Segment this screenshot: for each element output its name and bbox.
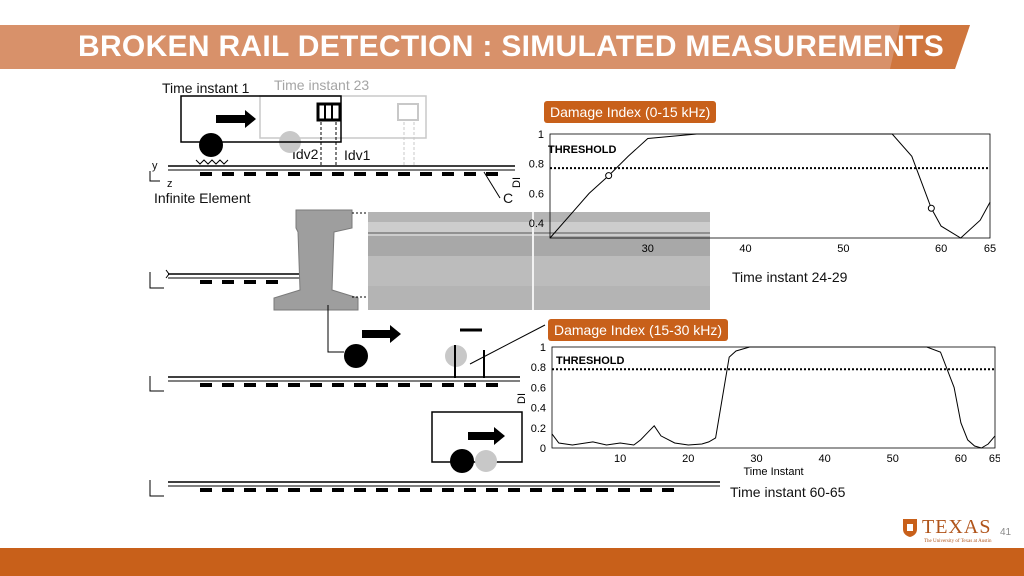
chart2-ytick: 0.2	[531, 423, 546, 435]
chart2-xtick: 50	[887, 453, 899, 465]
ut-seal-icon	[903, 519, 917, 537]
chart1-ytick: 1	[538, 129, 544, 141]
chart1-badge: Damage Index (0-15 kHz)	[544, 101, 717, 123]
chart1-xtick: 50	[837, 243, 849, 255]
chart2-ytick: 1	[540, 342, 546, 354]
chart1-xtick: 30	[642, 243, 654, 255]
ghost-vehicle-body	[259, 95, 427, 139]
rail-cross-section	[273, 209, 359, 311]
chart2-xlabel: Time Instant	[744, 466, 804, 478]
chart2-xtick: 40	[818, 453, 830, 465]
chart2-xtick: 30	[750, 453, 762, 465]
chart1-xtick: 40	[739, 243, 751, 255]
front-wheel-3	[344, 344, 368, 368]
chart2-xtick: 20	[682, 453, 694, 465]
chart2-series-line	[551, 346, 996, 449]
chart2-ytick: 0.8	[531, 362, 546, 374]
chart1-ytick: 0.6	[529, 188, 544, 200]
footer-bar	[0, 548, 1024, 576]
label-idv1: Idv1	[344, 147, 371, 163]
chart2-xtick: 10	[614, 453, 626, 465]
direction-arrow	[216, 110, 256, 128]
title-banner	[0, 25, 970, 69]
axis-z-label: z	[167, 178, 173, 190]
chart1-series-line	[549, 133, 991, 239]
front-wheel	[199, 133, 223, 157]
chart1-ylabel: DI	[511, 177, 523, 188]
ghost-sensor	[397, 103, 419, 121]
sensor-box	[316, 102, 342, 122]
chart2-xtick: 65	[989, 453, 1000, 465]
sleepers-1	[200, 172, 498, 176]
chart2-threshold-label: THRESHOLD	[556, 355, 625, 367]
label-obscured: C	[503, 190, 514, 206]
university-logo-text: TEXAS	[922, 516, 992, 538]
chart1-marker	[605, 172, 613, 180]
chart1-ytick: 0.4	[529, 218, 544, 230]
chart2-caption: Time instant 60-65	[730, 484, 846, 500]
label-infinite-element: Infinite Element	[154, 190, 251, 206]
chart2-plot: THRESHOLD DI 1 0.8 0.6 0.4 0.2 0 10 20 30 40 50 60 6…	[516, 342, 1000, 478]
label-idv2: Idv2	[292, 146, 319, 162]
slide-title: BROKEN RAIL DETECTION : SIMULATED MEASUR…	[78, 30, 945, 63]
page-number: 41	[1000, 527, 1012, 538]
chart2-ytick: 0.4	[531, 403, 546, 415]
chart2-xtick: 60	[955, 453, 967, 465]
chart1-caption: Time instant 24-29	[732, 269, 848, 285]
ghost-wheel-4	[475, 450, 497, 472]
chart2-badge: Damage Index (15-30 kHz)	[548, 319, 729, 341]
chart2-ytick: 0.6	[531, 382, 546, 394]
chart1-xtick: 65	[984, 243, 996, 255]
chart1-ytick: 0.8	[529, 159, 544, 171]
chart2-ytick: 0	[540, 443, 546, 455]
front-wheel-4	[450, 449, 474, 473]
chart2-ylabel: DI	[516, 393, 528, 404]
chart1-threshold-label: THRESHOLD	[548, 144, 617, 156]
chart1-xtick: 60	[935, 243, 947, 255]
label-time-instant-23: Time instant 23	[274, 77, 370, 93]
axis-y-label: y	[152, 160, 158, 172]
label-time-instant-1: Time instant 1	[162, 80, 250, 96]
university-logo-subtitle: The University of Texas at Austin	[924, 539, 992, 544]
chart1-marker	[927, 204, 935, 212]
